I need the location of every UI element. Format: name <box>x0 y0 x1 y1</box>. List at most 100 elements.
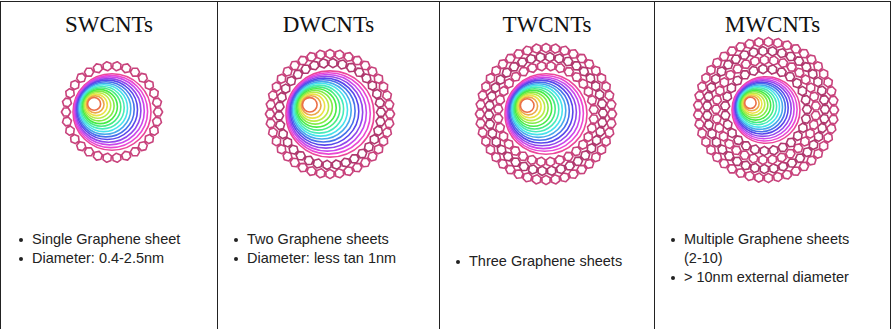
tube-wall <box>294 83 348 136</box>
tube-wall <box>81 87 124 129</box>
tube-wall <box>84 91 114 121</box>
tube-wall <box>292 80 356 142</box>
tube-wall <box>300 94 324 118</box>
tube-wall <box>733 78 797 141</box>
tube-wall <box>509 80 573 143</box>
column-heading: DWCNTs <box>218 12 439 38</box>
tube-wall <box>739 88 777 125</box>
tube-wall <box>76 79 141 143</box>
tube-wall <box>734 80 794 139</box>
carbon-lattice <box>721 65 812 156</box>
carbon-lattice <box>61 62 162 163</box>
carbon-lattice <box>475 43 616 184</box>
tube-wall <box>290 78 358 145</box>
tube-wall <box>88 98 101 111</box>
tube-wall <box>519 97 537 115</box>
bullet-row: Single Graphene sheet <box>17 230 212 249</box>
column-panel: TWCNTsThree Graphene sheets <box>439 1 654 329</box>
tube-wall <box>516 92 548 123</box>
tube-wall <box>86 94 108 115</box>
tube-wall <box>735 81 792 137</box>
bullet-dot <box>234 238 238 242</box>
bullet-row: Multiple Graphene sheets (2-10) <box>669 230 859 268</box>
tube-wall <box>74 75 148 147</box>
bullet-row: Three Graphene sheets <box>454 252 649 271</box>
tube-wall <box>73 74 151 150</box>
bullet-list: Three Graphene sheets <box>454 252 649 271</box>
tube-wall <box>741 91 771 121</box>
tube-wall <box>505 74 587 154</box>
tube-wall <box>738 86 780 127</box>
tube-wall <box>512 85 562 134</box>
bullet-list: Two Graphene sheetsDiameter: less tan 1n… <box>232 230 422 268</box>
tube-wall <box>295 85 344 133</box>
bullet-row: > 10nm external diameter <box>669 268 859 287</box>
carbon-lattice <box>494 62 599 167</box>
bullet-text: Diameter: less tan 1nm <box>247 249 396 268</box>
tube-wall <box>80 85 128 132</box>
tube-wall <box>520 99 534 112</box>
tube-wall <box>737 85 782 129</box>
tube-wall <box>736 84 785 132</box>
tube-wall <box>78 82 134 137</box>
tube-wall <box>732 77 800 144</box>
tube-wall <box>298 91 332 125</box>
tube-wall <box>85 93 111 118</box>
bullet-row: Diameter: less tan 1nm <box>232 249 422 268</box>
tube-wall <box>299 92 328 121</box>
carbon-lattice <box>265 49 394 178</box>
tube-wall <box>287 73 370 154</box>
nanotube <box>265 49 394 178</box>
tube-wall <box>745 97 756 108</box>
column-panel: SWCNTsSingle Graphene sheetDiameter: 0.4… <box>0 1 217 329</box>
column-panel: MWCNTsMultiple Graphene sheets (2-10)> 1… <box>654 1 891 329</box>
nanotube <box>694 37 839 182</box>
nanotube <box>61 62 162 163</box>
bullet-dot <box>456 260 460 264</box>
tube-wall <box>513 87 559 132</box>
tube-wall <box>293 82 352 139</box>
tube-wall <box>87 96 104 113</box>
carbon-lattice <box>484 53 607 176</box>
column-panel: DWCNTsTwo Graphene sheetsDiameter: less … <box>217 1 439 329</box>
tube-wall <box>510 82 569 140</box>
tube-wall <box>744 96 759 111</box>
column-heading: MWCNTs <box>655 12 890 38</box>
carbon-lattice <box>711 55 820 164</box>
nanotube <box>475 43 616 184</box>
tube-wall <box>83 90 118 124</box>
tube-wall <box>518 95 541 117</box>
tube-wall <box>303 98 318 112</box>
tube-wall <box>82 88 121 126</box>
tube-wall <box>514 89 555 129</box>
tube-wall <box>286 71 374 157</box>
tube-wall <box>515 90 551 126</box>
bullet-text: Three Graphene sheets <box>469 252 622 271</box>
bullet-text: Diameter: 0.4-2.5nm <box>32 249 164 268</box>
tube-wall <box>77 80 138 139</box>
column-heading: TWCNTs <box>440 12 654 38</box>
bullet-dot <box>671 276 675 280</box>
tube-wall <box>75 77 144 145</box>
tube-wall <box>297 89 336 127</box>
tube-wall <box>517 94 544 121</box>
tube-wall <box>740 89 774 122</box>
bullet-list: Multiple Graphene sheets (2-10)> 10nm ex… <box>669 230 859 287</box>
tube-wall <box>79 83 131 134</box>
carbon-lattice <box>703 47 830 174</box>
tube-wall <box>301 96 321 115</box>
bullet-dot <box>671 238 675 242</box>
bullet-dot <box>234 257 238 261</box>
tube-wall <box>508 79 576 146</box>
bullet-text: Two Graphene sheets <box>247 230 389 249</box>
bullet-row: Two Graphene sheets <box>232 230 422 249</box>
tube-wall <box>735 82 788 134</box>
tube-wall <box>289 76 362 148</box>
tube-wall <box>507 77 580 148</box>
bullet-list: Single Graphene sheetDiameter: 0.4-2.5nm <box>17 230 212 268</box>
tube-wall <box>743 95 762 114</box>
column-heading: SWCNTs <box>1 12 217 38</box>
bullet-text: > 10nm external diameter <box>684 268 849 287</box>
carbon-lattice <box>694 37 839 182</box>
bullet-text: Multiple Graphene sheets (2-10) <box>684 230 859 268</box>
